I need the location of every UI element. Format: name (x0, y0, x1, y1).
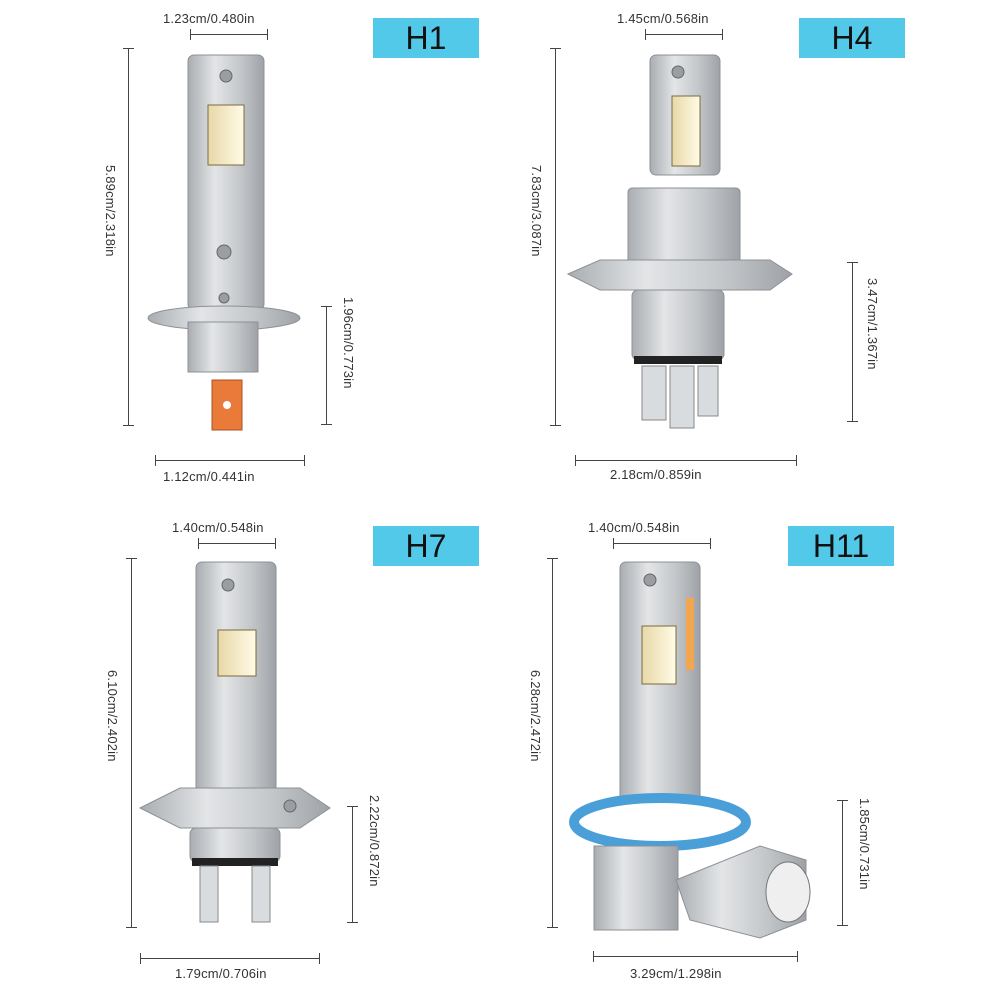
base-height-line (837, 800, 848, 926)
top-width-line (645, 29, 723, 40)
base-height-label: 1.96cm/0.773in (341, 297, 356, 389)
base-width-label: 3.29cm/1.298in (630, 966, 722, 981)
top-width-label: 1.45cm/0.568in (617, 11, 709, 26)
bulb-type-tag: H4 (799, 18, 905, 58)
base-width-label: 2.18cm/0.859in (610, 467, 702, 482)
base-height-line (347, 806, 358, 923)
base-width-line (155, 455, 305, 466)
base-width-line (575, 455, 797, 466)
base-height-label: 3.47cm/1.367in (865, 278, 880, 370)
h4-bulb-image (566, 54, 793, 429)
panel-h11: H11 1.40cm/0.548in 6.28cm/2.472in 1.85cm… (500, 500, 1000, 1000)
h11-bulb-image (569, 561, 811, 939)
total-height-label: 6.28cm/2.472in (528, 670, 543, 762)
base-width-label: 1.12cm/0.441in (163, 469, 255, 484)
bulb-type-tag: H1 (373, 18, 479, 58)
h1-bulb-image (147, 54, 301, 431)
total-height-line (126, 558, 137, 928)
top-width-label: 1.40cm/0.548in (172, 520, 264, 535)
base-height-label: 2.22cm/0.872in (367, 795, 382, 887)
panel-h4: H4 1.45cm/0.568in 7.83cm/3.087in 3.47cm/… (500, 0, 1000, 500)
top-width-line (190, 29, 268, 40)
base-width-line (140, 953, 320, 964)
base-width-line (593, 951, 798, 962)
total-height-line (550, 48, 561, 426)
base-height-label: 1.85cm/0.731in (857, 798, 872, 890)
panel-h7: H7 1.40cm/0.548in 6.10cm/2.402in 2.22cm/… (0, 500, 500, 1000)
bulb-type-tag: H11 (788, 526, 894, 566)
top-width-line (198, 538, 276, 549)
base-height-line (847, 262, 858, 422)
h7-bulb-image (138, 561, 331, 923)
total-height-label: 5.89cm/2.318in (103, 165, 118, 257)
top-width-line (613, 538, 711, 549)
top-width-label: 1.40cm/0.548in (588, 520, 680, 535)
total-height-line (123, 48, 134, 426)
top-width-label: 1.23cm/0.480in (163, 11, 255, 26)
base-width-label: 1.79cm/0.706in (175, 966, 267, 981)
total-height-label: 6.10cm/2.402in (105, 670, 120, 762)
total-height-line (547, 558, 558, 928)
total-height-label: 7.83cm/3.087in (529, 165, 544, 257)
base-height-line (321, 306, 332, 425)
bulb-type-tag: H7 (373, 526, 479, 566)
panel-h1: H1 1.23cm/0.480in 5.89cm/2.318in 1.96cm/… (0, 0, 500, 500)
